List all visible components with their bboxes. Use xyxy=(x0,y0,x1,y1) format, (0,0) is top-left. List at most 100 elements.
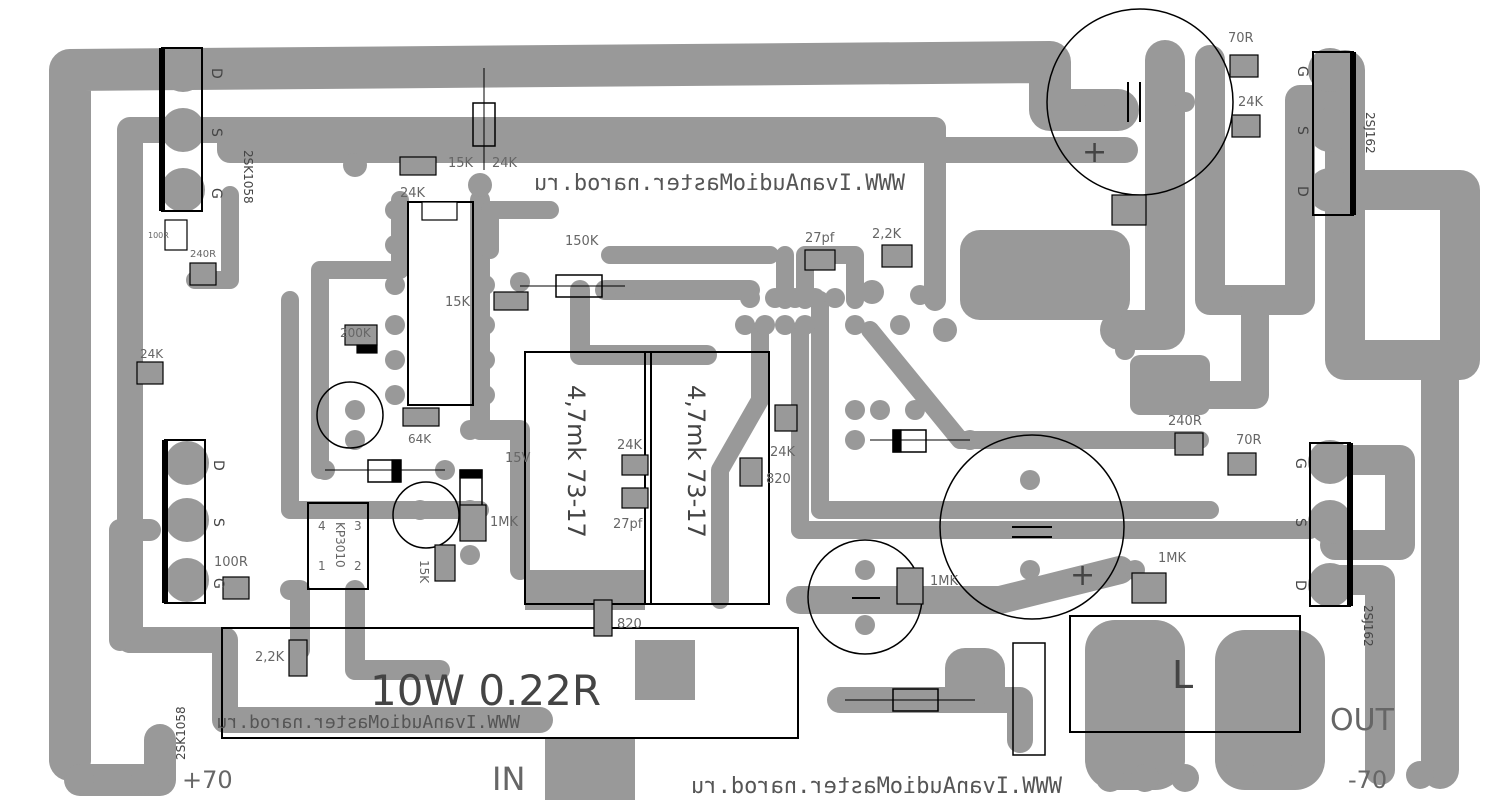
copper-layer xyxy=(49,40,1480,800)
pin-label-tr-g: G xyxy=(1294,66,1310,77)
pin-label-tl-g: G xyxy=(208,188,224,199)
label-big-cap-1: 4,7mk 73-17 xyxy=(562,385,590,538)
pads xyxy=(66,48,1434,794)
trace-right-lower xyxy=(1315,445,1415,560)
trace-bottom-right xyxy=(827,687,1033,753)
label-2k2-bottom: 2,2K xyxy=(255,650,285,665)
trace-vertical-mid2 xyxy=(791,321,1319,539)
pour-top-right xyxy=(960,230,1130,320)
smd-15k-mid xyxy=(493,291,529,311)
watermark-top: WWW.IvanAudioMaster.narod.ru xyxy=(534,171,905,196)
pin-label-tl-s: S xyxy=(208,128,224,137)
pin-label-tl-d: D xyxy=(208,68,224,79)
smd-1mk-center xyxy=(896,567,924,605)
labels: D S G 2SK1058 D S G 2SK1058 G S D 2SJ162… xyxy=(140,31,1395,799)
smd-64k xyxy=(402,407,440,427)
label-1mk-right: 1MK xyxy=(1158,551,1186,566)
pour-bottom-inductor-right xyxy=(1215,630,1325,790)
diode-1-outline xyxy=(367,459,402,483)
label-100r-left: 100R xyxy=(148,231,169,240)
electrolytic-left-1 xyxy=(316,381,384,449)
label-820-bottom: 820 xyxy=(617,617,642,632)
part-label-tr: 2SJ162 xyxy=(1363,112,1377,154)
trace-outer-left xyxy=(49,41,1139,781)
trace-ic-left2 xyxy=(311,191,409,479)
trace-ic-right xyxy=(481,201,559,259)
label-24k-top: 24K xyxy=(492,156,518,171)
label-2k2-top: 2,2K xyxy=(872,227,902,242)
label-big-cap-2: 4,7mk 73-17 xyxy=(682,385,710,538)
pin-label-ml-d: D xyxy=(210,460,226,471)
smd-2k2-top xyxy=(881,244,913,268)
watermark-bottom: WWW.IvanAudioMaster.narod.ru xyxy=(691,774,1062,799)
smd-200k-band xyxy=(356,344,378,354)
label-27pf-top: 27pf xyxy=(805,231,835,246)
pour-in xyxy=(545,738,635,800)
inductor-outline xyxy=(1069,615,1301,733)
component-outlines xyxy=(159,8,1356,756)
label-minus-70: -70 xyxy=(1348,766,1387,794)
label-optocoupler: KP3010 xyxy=(333,522,347,568)
label-15k-top: 15K xyxy=(448,156,474,171)
smd-240r-right xyxy=(1174,432,1204,456)
cap-bottom-axial xyxy=(1012,642,1046,756)
smd-100r-left xyxy=(164,219,188,251)
part-label-bl: 2SK1058 xyxy=(174,706,188,760)
trace-left-rail xyxy=(117,117,1138,653)
label-820-center: 820 xyxy=(766,472,791,487)
smd-24k-right xyxy=(1231,114,1261,138)
smd-1mk-right xyxy=(1131,572,1167,604)
pin-label-mr-s: S xyxy=(1292,518,1308,527)
shunt-resistor-outline xyxy=(221,627,799,739)
smd-24k-center-pair-1 xyxy=(621,454,649,476)
label-opto-pin-1: 1 xyxy=(318,559,326,573)
label-100r-bottom: 100R xyxy=(214,555,248,570)
pour-bottom-inductor-left xyxy=(1085,620,1185,790)
diode-1-band xyxy=(391,459,401,483)
pin-label-tr-d: D xyxy=(1294,186,1310,197)
label-70r-right: 70R xyxy=(1236,433,1262,448)
smd-24k-ic xyxy=(421,201,458,221)
pin-label-ml-g: G xyxy=(210,578,226,589)
smd-parts xyxy=(136,54,1261,677)
big-cap-2-outline xyxy=(644,351,770,605)
electrolytic-left-2 xyxy=(392,481,460,549)
label-shunt-resistor: 10W 0.22R xyxy=(370,666,601,715)
pin-label-mr-g: G xyxy=(1292,458,1308,469)
trace-bottom-left xyxy=(64,724,176,796)
label-70r-top: 70R xyxy=(1228,31,1254,46)
trace-bottom-long xyxy=(117,627,553,733)
label-plus-70: +70 xyxy=(182,766,233,794)
label-200k: 200K xyxy=(340,326,372,340)
smd-820-center xyxy=(739,457,763,487)
smd-24k-left xyxy=(136,361,164,385)
label-15k-mid: 15K xyxy=(445,295,471,310)
smd-cap-top-bottom xyxy=(1111,194,1147,226)
label-15k-bottom: 15K xyxy=(417,560,431,584)
label-24k-center: 24K xyxy=(770,445,796,460)
label-64k: 64K xyxy=(408,432,432,446)
pour-mid-right xyxy=(1130,355,1210,415)
pin-label-ml-s: S xyxy=(210,518,226,527)
label-in: IN xyxy=(492,760,525,798)
trace-right-frame xyxy=(1195,45,1345,315)
trace-center-3 xyxy=(601,246,794,309)
label-240r-right: 240R xyxy=(1168,414,1202,429)
electrolytic-big-center xyxy=(939,434,1125,620)
label-24k-left: 24K xyxy=(140,347,164,361)
smd-27pf-top xyxy=(804,249,836,271)
label-opto-pin-4: 4 xyxy=(318,519,326,533)
pour-center-bottom xyxy=(635,640,695,700)
smd-820-bottom xyxy=(593,599,613,637)
diode-3-band xyxy=(459,469,483,479)
label-150k: 150K xyxy=(565,234,599,249)
label-out: OUT xyxy=(1330,703,1395,738)
smd-15k-bottom xyxy=(434,544,456,582)
pin-label-mr-d: D xyxy=(1292,580,1308,591)
label-opto-pin-2: 2 xyxy=(354,559,362,573)
diode-2-band xyxy=(892,429,902,453)
label-240r-left: 240R xyxy=(190,249,216,260)
label-24k-center-pair: 24K xyxy=(617,438,643,453)
trace-vertical-mid xyxy=(811,291,1219,519)
smd-24k-center-pair-2 xyxy=(621,487,649,509)
